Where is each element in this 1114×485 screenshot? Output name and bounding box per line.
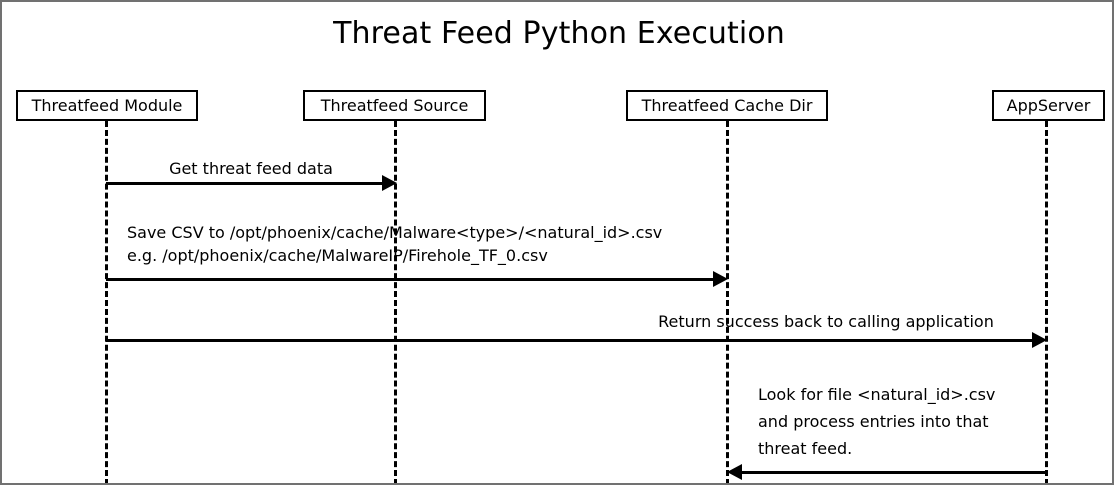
participant-label: Threatfeed Module	[31, 96, 183, 115]
arrow-right-icon	[713, 271, 728, 287]
page-title: Threat Feed Python Execution	[333, 16, 785, 51]
message-line-3[interactable]	[106, 339, 1038, 342]
lifeline-threatfeed-cache-dir	[726, 121, 729, 483]
lifeline-appserver	[1045, 121, 1048, 483]
message-line-2[interactable]	[106, 278, 720, 281]
message-label-2-line-1: Save CSV to /opt/phoenix/cache/Malware<t…	[127, 223, 663, 242]
message-label-4-line-2: and process entries into that	[758, 412, 989, 431]
participant-threatfeed-source[interactable]: Threatfeed Source	[303, 90, 486, 121]
participant-threatfeed-module[interactable]: Threatfeed Module	[16, 90, 198, 121]
participant-label: Threatfeed Cache Dir	[641, 96, 813, 115]
message-label-2-line-2: e.g. /opt/phoenix/cache/MalwareIP/Fireho…	[127, 246, 548, 265]
lifeline-threatfeed-module	[105, 121, 108, 483]
message-line-4[interactable]	[741, 471, 1047, 474]
arrow-right-icon	[382, 175, 397, 191]
participant-threatfeed-cache-dir[interactable]: Threatfeed Cache Dir	[626, 90, 828, 121]
message-label-4-line-3: threat feed.	[758, 439, 853, 458]
message-label-4-line-1: Look for file <natural_id>.csv	[758, 385, 996, 404]
lifeline-threatfeed-source	[394, 121, 397, 483]
message-label-3: Return success back to calling applicati…	[658, 312, 994, 331]
arrow-right-icon	[1032, 332, 1047, 348]
participant-appserver[interactable]: AppServer	[992, 90, 1105, 121]
participant-label: AppServer	[1006, 96, 1091, 115]
message-label-1: Get threat feed data	[169, 159, 333, 178]
message-line-1[interactable]	[106, 182, 388, 185]
arrow-left-icon	[727, 464, 742, 480]
participant-label: Threatfeed Source	[320, 96, 469, 115]
